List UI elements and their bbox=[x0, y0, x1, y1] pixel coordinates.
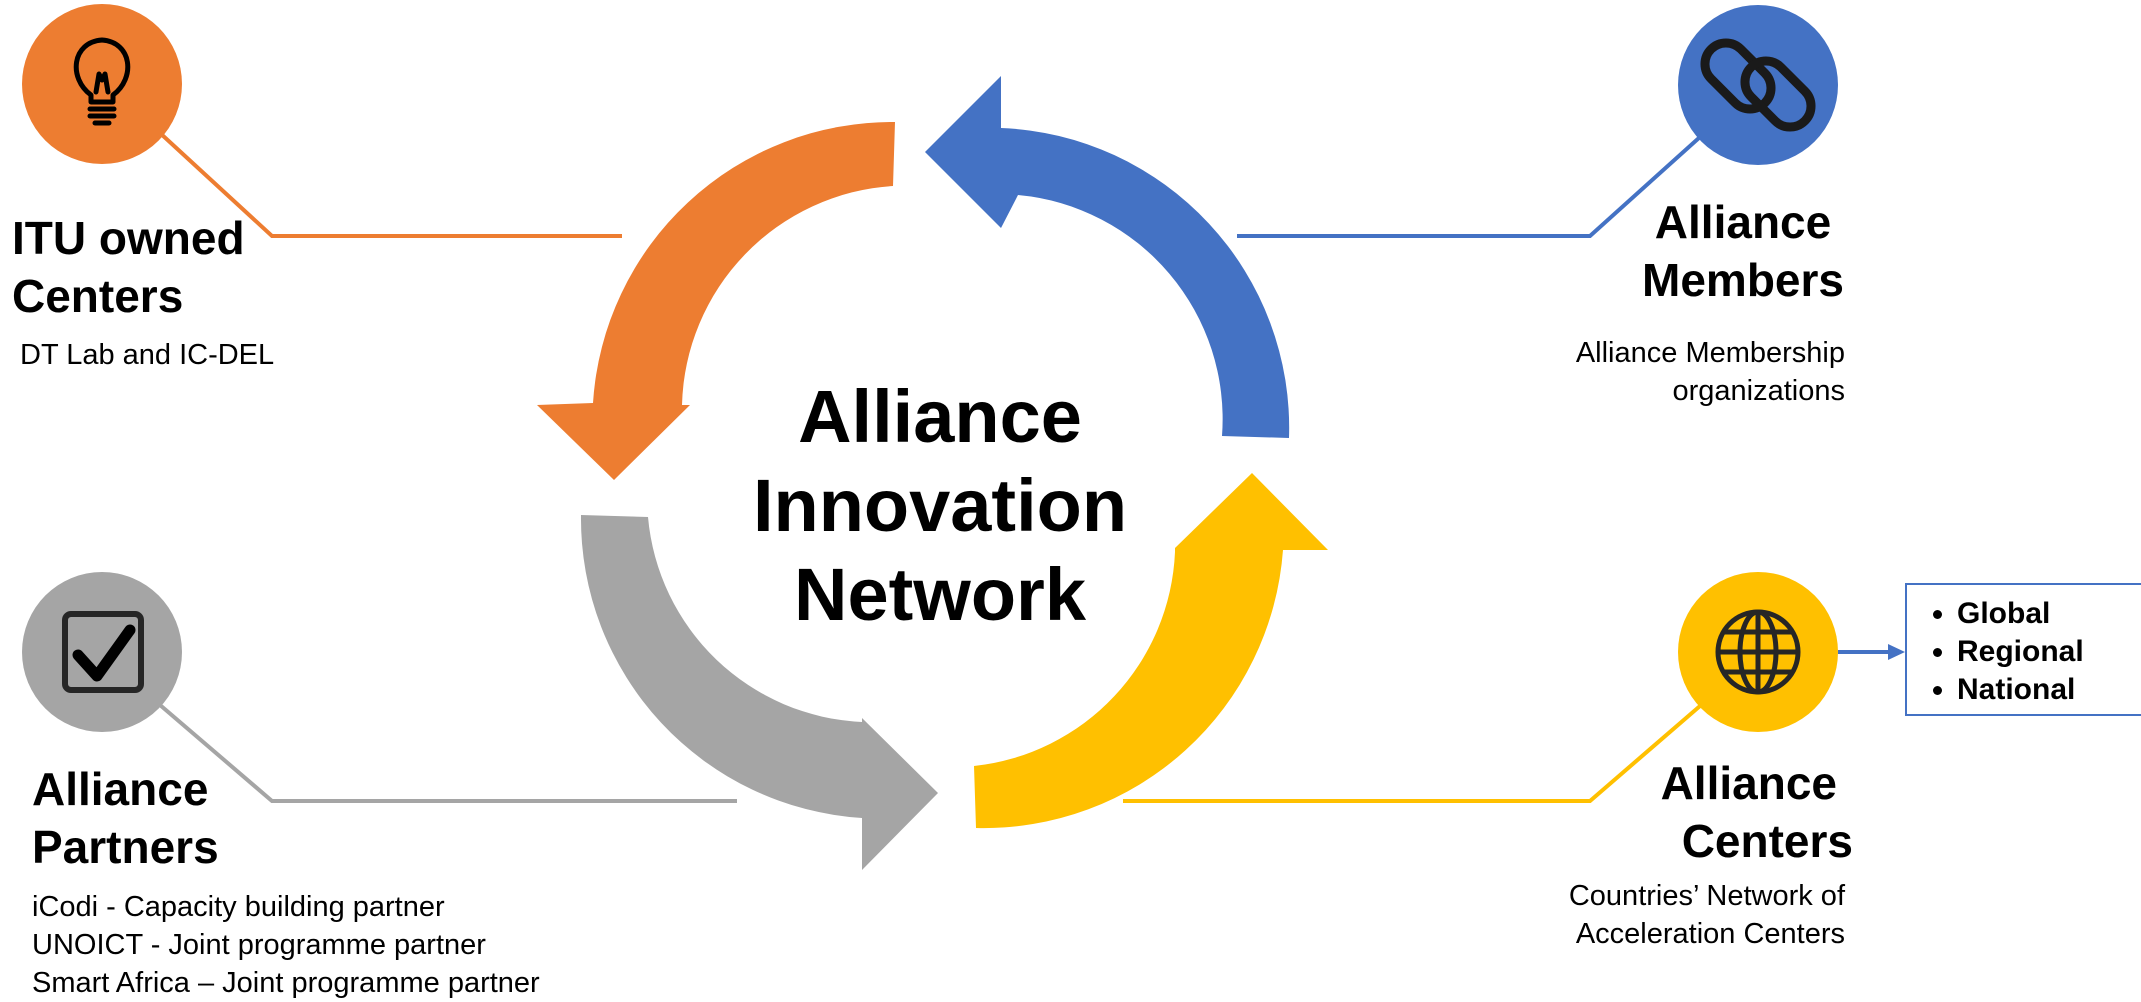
centers-description-line: Countries’ Network of bbox=[1568, 880, 1845, 912]
itu-heading: ITU owned Centers bbox=[12, 209, 245, 325]
partners-description: iCodi - Capacity building partner UNOICT… bbox=[32, 888, 540, 1002]
scope-levels-box: Global Regional National bbox=[1905, 583, 2141, 716]
itu-description-line: DT Lab and IC-DEL bbox=[20, 339, 275, 371]
partners-node-circle bbox=[22, 572, 182, 732]
scope-connector-arrow bbox=[1838, 644, 1905, 660]
link-icon bbox=[1700, 38, 1816, 132]
checkbox-icon bbox=[62, 611, 144, 693]
globe-icon bbox=[1715, 609, 1801, 695]
partners-description-line: UNOICT - Joint programme partner bbox=[32, 929, 486, 961]
itu-connector-line bbox=[158, 131, 622, 238]
members-heading: Alliance Members bbox=[1642, 193, 1844, 309]
members-description-line: Alliance Membership bbox=[1575, 337, 1845, 369]
centers-connector-line bbox=[1123, 704, 1702, 803]
blue-cycle-arrow bbox=[925, 76, 1290, 438]
scope-level-item: National bbox=[1957, 671, 2141, 709]
centers-description-line: Acceleration Centers bbox=[1575, 918, 1845, 950]
centers-description: Countries’ Network of Acceleration Cente… bbox=[1569, 877, 1845, 953]
itu-node-circle bbox=[22, 4, 182, 164]
center-title-line: Innovation bbox=[752, 464, 1128, 547]
gray-cycle-arrow bbox=[580, 515, 938, 870]
centers-heading: Alliance Centers bbox=[1661, 754, 1853, 870]
members-heading-line: Alliance bbox=[1654, 196, 1832, 248]
members-heading-line: Members bbox=[1642, 254, 1844, 306]
members-description: Alliance Membership organizations bbox=[1576, 334, 1845, 410]
partners-heading: Alliance Partners bbox=[32, 760, 219, 876]
center-title-line: Network bbox=[794, 553, 1086, 636]
partners-heading-line: Alliance bbox=[32, 763, 209, 815]
members-description-line: organizations bbox=[1672, 375, 1846, 407]
itu-heading-line: ITU owned bbox=[12, 212, 245, 264]
yellow-cycle-arrow bbox=[974, 473, 1328, 829]
itu-description: DT Lab and IC-DEL bbox=[20, 336, 274, 374]
scope-levels-list: Global Regional National bbox=[1907, 595, 2141, 709]
center-title: Alliance Innovation Network bbox=[740, 372, 1140, 639]
lightbulb-icon bbox=[73, 37, 131, 126]
scope-level-item: Global bbox=[1957, 595, 2141, 633]
itu-heading-line: Centers bbox=[12, 270, 184, 322]
centers-heading-line: Alliance bbox=[1660, 757, 1837, 809]
members-connector-line bbox=[1237, 135, 1702, 238]
partners-description-line: Smart Africa – Joint programme partner bbox=[32, 967, 540, 999]
scope-level-item: Regional bbox=[1957, 633, 2141, 671]
partners-description-line: iCodi - Capacity building partner bbox=[32, 891, 445, 923]
partners-heading-line: Partners bbox=[32, 821, 219, 873]
partners-connector-line bbox=[158, 703, 737, 803]
members-node-circle bbox=[1678, 5, 1838, 165]
centers-heading-line: Centers bbox=[1681, 815, 1853, 867]
center-title-line: Alliance bbox=[798, 375, 1082, 458]
orange-cycle-arrow bbox=[537, 121, 895, 480]
